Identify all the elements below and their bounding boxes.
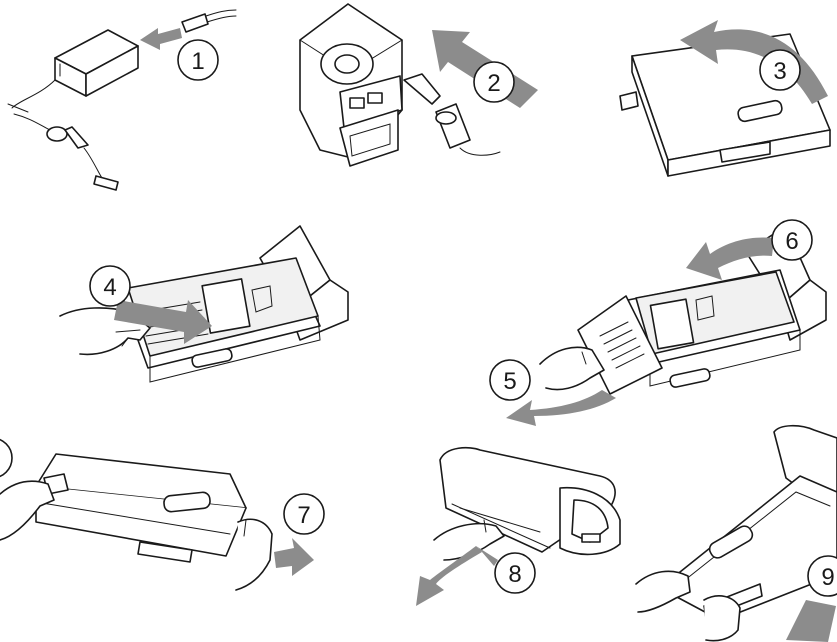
step-9-arrow [786,600,836,642]
step-3-panel: 3 [619,20,831,177]
step-7-number: 7 [297,502,310,529]
step-5-arrow [506,390,616,426]
step-7-badge: 7 [283,493,325,535]
step-5-badge: 5 [489,359,531,401]
paper-cassette-open-illustration [119,225,349,383]
step-4-badge: 4 [89,265,131,307]
step-8-badge: 8 [494,552,536,594]
step-6-arrow [686,237,774,280]
step-5-6-panel: 6 5 [489,219,827,426]
step-2-badge: 2 [473,61,515,103]
step-1-panel: 1 [7,9,237,191]
hand-illustration [539,346,605,391]
step-6-badge: 6 [771,219,813,261]
step-2-number: 2 [487,70,500,97]
step-3-badge: 3 [759,49,801,91]
step-4-arrow [114,300,212,344]
step-4-panel: 4 [59,225,349,383]
step-1-badge: 1 [177,39,219,81]
hands-illustration [635,570,741,642]
paper-cassette-closed-illustration [35,453,247,563]
step-9-panel: 9 [635,424,837,642]
step-9-number: 9 [821,564,834,591]
step-8-panel: 8 [416,446,621,606]
printer-back-illustration [299,3,501,167]
step-8-arrow [416,546,482,606]
step-1-arrow [140,28,182,50]
step-6-number: 6 [785,228,798,255]
step-3-number: 3 [773,58,786,85]
step-1-number: 1 [191,48,204,75]
printer-front-illustration [439,446,621,556]
step-9-badge: 9 [807,555,837,597]
step-2-panel: 2 [299,3,538,167]
step-badge-partial [0,438,13,478]
power-adapter-illustration [7,9,237,191]
hands-illustration [0,480,273,591]
step-7-arrow [274,538,314,576]
step-3-arrow [680,20,828,104]
step-8-number: 8 [508,561,521,588]
step-5-number: 5 [503,368,516,395]
step-4-number: 4 [103,274,116,301]
step-7-panel: 7 [0,438,325,591]
paper-cassette-loading-illustration [577,225,827,395]
